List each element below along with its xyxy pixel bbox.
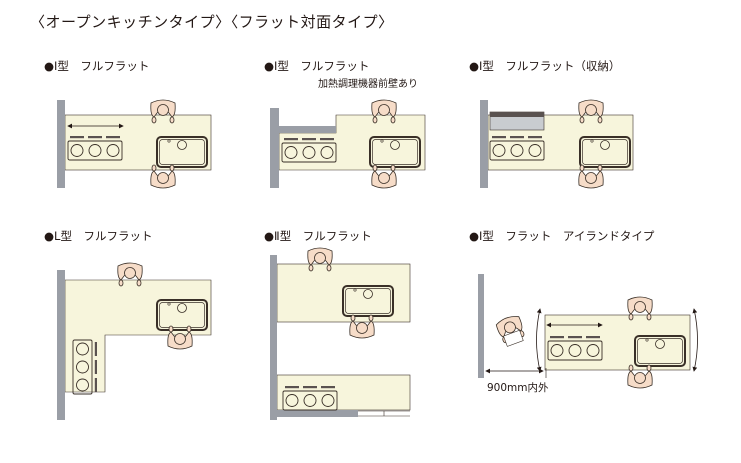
layout-i-full-flat-wall: [270, 99, 426, 189]
panel-label-i-full-flat: ●Ⅰ型 フルフラット: [44, 59, 150, 73]
layout-i-full-flat: [57, 99, 212, 189]
panel-sublabel-wall: 加熱調理機器前壁あり: [318, 79, 418, 90]
clearance-arrow: [536, 308, 542, 372]
panel-label-i-full-flat-wall: ●Ⅰ型 フルフラット: [264, 59, 370, 73]
panel-label-island: ●Ⅰ型 フラット アイランドタイプ: [469, 229, 655, 243]
wall: [270, 255, 277, 420]
window: [358, 410, 410, 417]
panel-label-ii-type: ●Ⅱ型 フルフラット: [264, 229, 372, 243]
layout-i-storage: [480, 99, 634, 189]
wall: [478, 274, 484, 378]
wall: [480, 100, 488, 188]
wall: [57, 270, 65, 420]
wall: [57, 100, 65, 188]
front-wall: [279, 126, 336, 133]
wall-bottom: [277, 410, 358, 417]
person-with-book-icon: [494, 313, 527, 347]
page-title: 〈オープンキッチンタイプ〉〈フラット対面タイプ〉: [30, 13, 394, 31]
layout-ii-type: [270, 247, 411, 420]
clearance-arrow: [692, 308, 698, 372]
layout-island: [478, 274, 698, 389]
panel-label-i-storage: ●Ⅰ型 フルフラット（収納）: [469, 59, 621, 73]
wall: [270, 108, 279, 188]
counter: [64, 114, 212, 171]
counter-lower: [276, 374, 411, 411]
island-counter: [544, 314, 691, 371]
layout-l-type: [57, 262, 212, 420]
storage-top: [490, 112, 544, 117]
panel-label-l-type: ●L型 フルフラット: [44, 229, 153, 243]
dimension-label: 900mm内外: [487, 382, 549, 394]
